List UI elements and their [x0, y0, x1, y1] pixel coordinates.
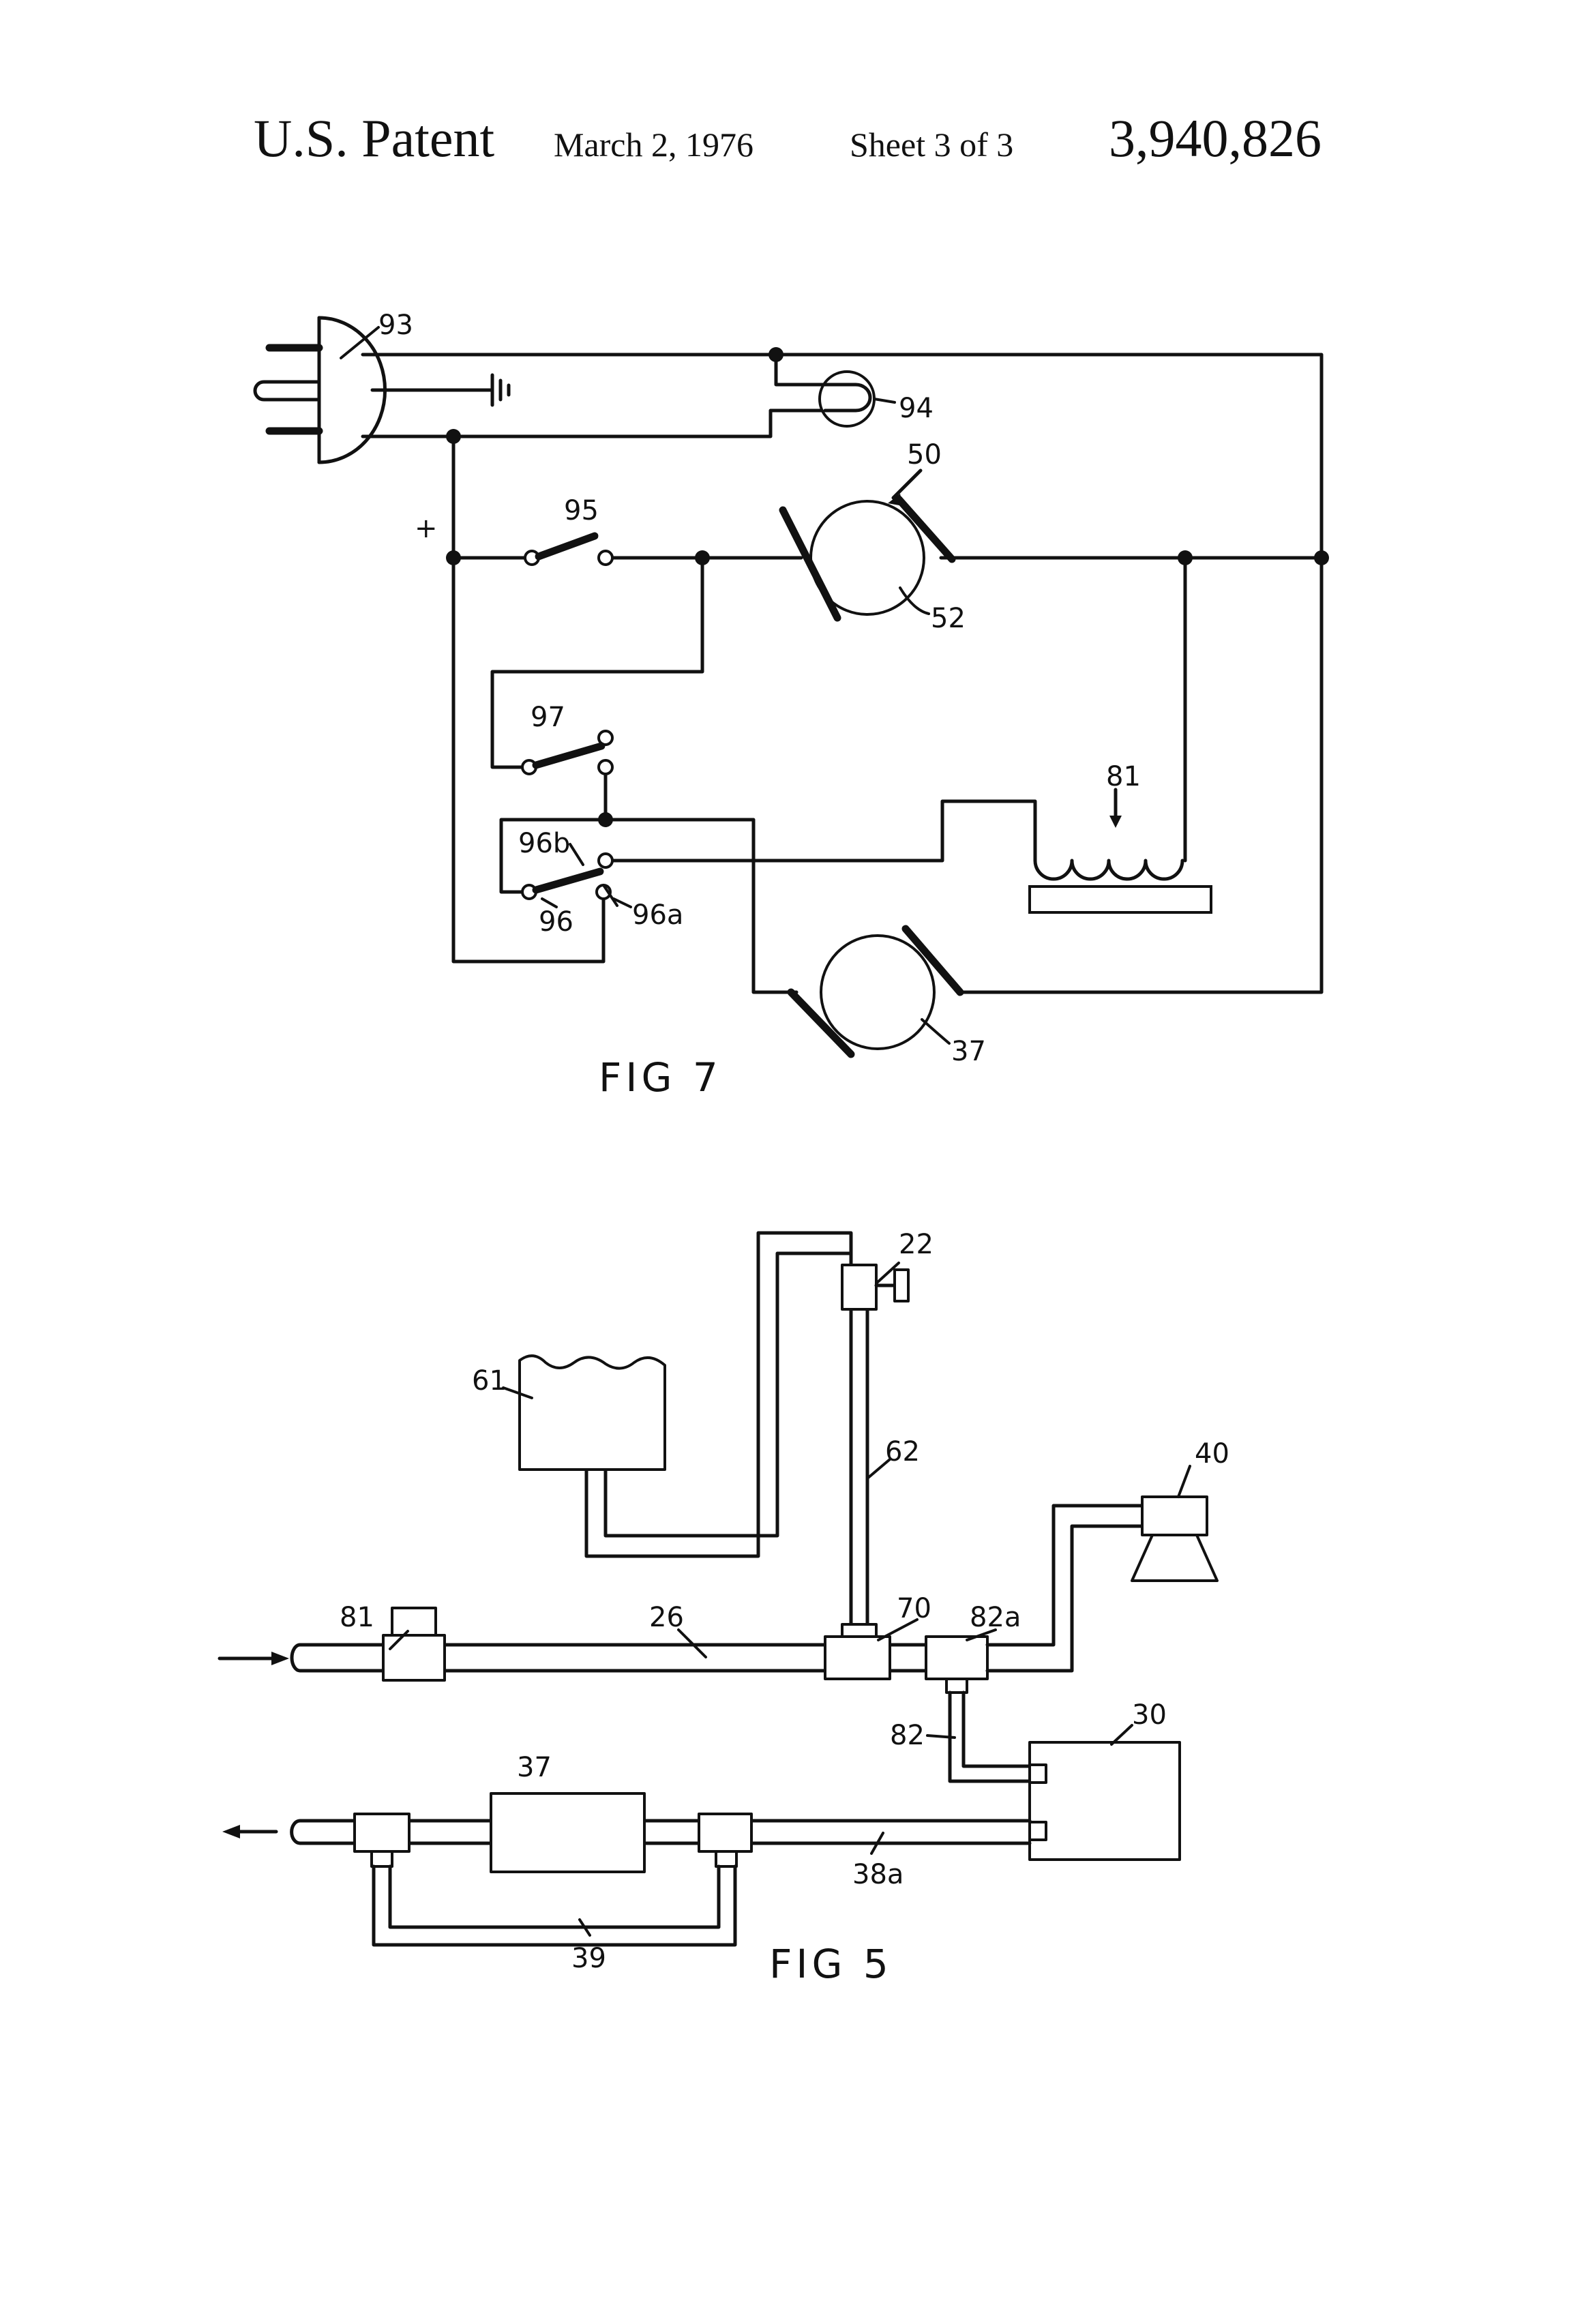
- lamp-94: [820, 372, 874, 426]
- label-unit-30: 30: [1132, 1699, 1167, 1731]
- label-tank: 61: [472, 1365, 507, 1397]
- label-pump: 37: [517, 1752, 552, 1783]
- fig7-schematic: 93 94 50 95 + 52 97 81 96b 96 96a 37 FIG…: [255, 310, 1329, 1101]
- pump-37: [491, 1793, 644, 1872]
- plus-sign: +: [415, 513, 438, 544]
- label-contact-96a: 96a: [632, 899, 683, 931]
- horn-40: [1132, 1497, 1217, 1581]
- label-line-62: 62: [885, 1436, 920, 1468]
- label-line-82: 82: [890, 1720, 925, 1751]
- switch-96: [522, 854, 612, 899]
- motor-52: [783, 471, 952, 618]
- label-plug: 93: [378, 310, 413, 341]
- label-solenoid-valve: 81: [340, 1602, 374, 1633]
- solenoid-valve-81: [383, 1608, 445, 1680]
- label-motor-52: 52: [931, 603, 966, 634]
- fig5-plumbing: 22 61 62 40 81 26 70 82a 82 30 37 38a 39…: [220, 1229, 1229, 1987]
- label-bypass: 39: [571, 1943, 606, 1974]
- label-line-38a: 38a: [852, 1859, 904, 1890]
- label-switch-95: 95: [564, 495, 599, 526]
- label-tee-82a: 82a: [970, 1602, 1021, 1633]
- unit-30: [1030, 1742, 1180, 1860]
- label-motor-37: 37: [951, 1036, 986, 1067]
- label-solenoid: 81: [1106, 761, 1141, 792]
- fig7-title: FIG 7: [599, 1054, 722, 1101]
- label-lamp: 94: [899, 393, 934, 424]
- label-line-26: 26: [649, 1602, 684, 1633]
- tee-82a: [926, 1506, 1142, 1781]
- label-switch-96: 96: [539, 906, 573, 938]
- line-26: [220, 1645, 926, 1671]
- label-contact-96b: 96b: [518, 828, 570, 859]
- tank-61: [520, 1356, 665, 1470]
- valve-22: [842, 1265, 908, 1309]
- label-tee-70: 70: [897, 1593, 931, 1624]
- label-motor-assembly: 50: [907, 439, 942, 471]
- motor-37: [791, 929, 960, 1054]
- label-switch-97: 97: [531, 702, 565, 733]
- label-valve: 22: [899, 1229, 934, 1260]
- switch-97: [522, 731, 612, 774]
- fig5-title: FIG 5: [769, 1941, 893, 1987]
- tee-70: [825, 1624, 890, 1679]
- ground-symbol: [372, 375, 509, 405]
- switch-95: [525, 536, 612, 565]
- label-horn: 40: [1195, 1438, 1229, 1470]
